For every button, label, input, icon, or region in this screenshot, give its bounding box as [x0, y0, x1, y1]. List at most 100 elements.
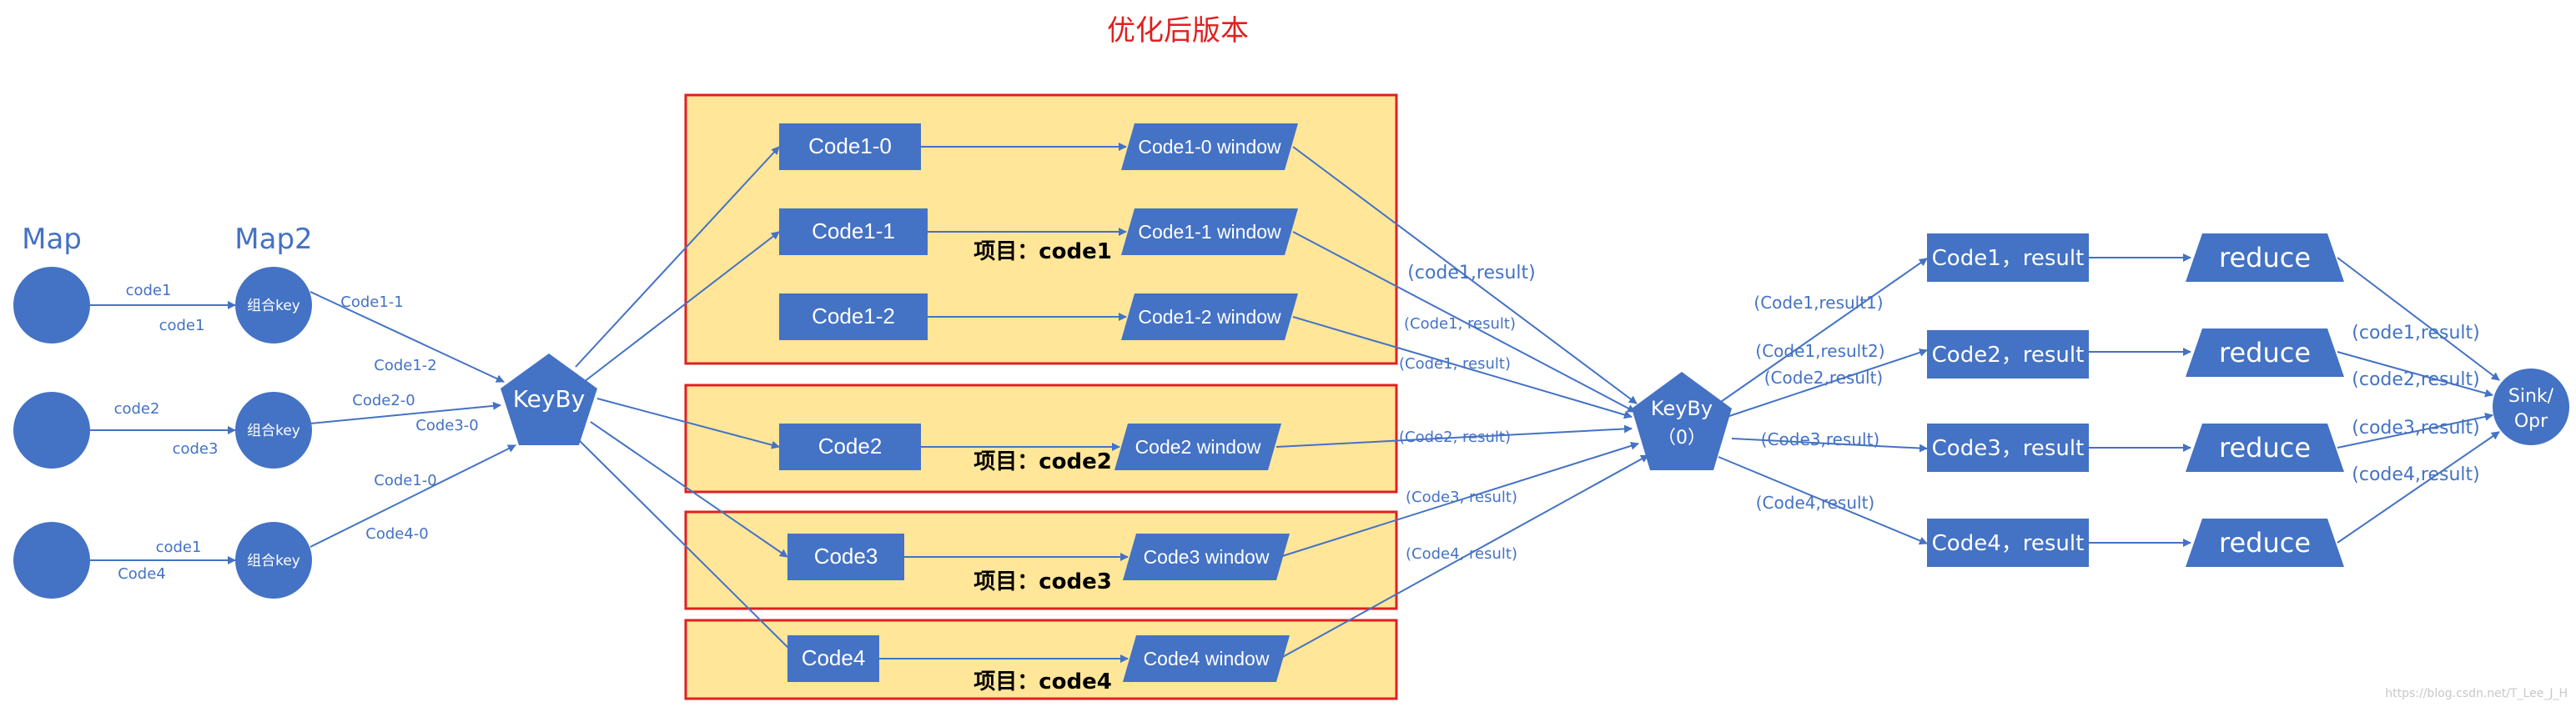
map2-node-1: 组合key: [235, 267, 312, 343]
keyby0-edge-label: (Code1,result2): [1755, 341, 1884, 361]
flow-arrow: [2337, 351, 2493, 398]
stage-label-map2: Map2: [234, 223, 312, 256]
reduce-label: reduce: [2219, 432, 2311, 464]
window-node-code4: Code4 window: [1123, 635, 1290, 682]
code-node-code3: Code3: [787, 534, 904, 580]
input-edge-label: Code4: [118, 565, 166, 583]
window-edge-label: (Code2, result): [1399, 429, 1511, 446]
code-node-label: Code1-2: [812, 303, 895, 328]
project-label-code1: 项目：code1: [974, 239, 1112, 264]
map-node-2: [13, 392, 90, 469]
project-label-code3: 项目：code3: [974, 569, 1112, 594]
project-label-code2: 项目：code2: [974, 449, 1112, 474]
window-node-label: Code2 window: [1135, 436, 1261, 458]
window-node-code1-2: Code1-2 window: [1121, 293, 1298, 340]
code-node-label: Code1-0: [808, 133, 892, 158]
code-node-code1-1: Code1-1: [779, 208, 928, 255]
diagram-title: 优化后版本: [1107, 14, 1249, 48]
window-node-label: Code1-1 window: [1138, 221, 1281, 243]
code-node-label: Code4: [802, 645, 866, 670]
flow-arrow: [575, 436, 800, 659]
window-node-label: Code1-2 window: [1138, 306, 1281, 328]
window-edge-label: (Code1, result): [1399, 355, 1511, 373]
code-node-code1-0: Code1-0: [779, 123, 921, 170]
keyby-label: KeyBy: [513, 385, 586, 413]
result-node-code1: Code1，result: [1927, 233, 2089, 282]
flow-arrow: [1279, 454, 1649, 659]
flow-arrow: [309, 291, 505, 383]
window-edge-label: (Code3, result): [1406, 489, 1517, 506]
window-edge-label: (code1,result): [1407, 263, 1535, 283]
watermark: https://blog.csdn.net/T_Lee_J_H: [2385, 687, 2568, 700]
map2-node-label: 组合key: [247, 553, 300, 569]
flow-arrow: [309, 444, 516, 548]
flow-arrow: [309, 401, 501, 424]
input-edge-label: code1: [156, 539, 202, 556]
keyby0-edge-label: (Code3,result): [1761, 429, 1879, 449]
arrows: [90, 143, 2500, 663]
map2-edge-label: Code3-0: [415, 417, 478, 434]
input-edge-label: code1: [126, 282, 172, 299]
flow-arrow: [1279, 441, 1639, 558]
result-node-code3: Code3，result: [1927, 424, 2089, 472]
keyby-node: KeyBy: [501, 354, 597, 445]
keyby0-label-line2: （0）: [1658, 428, 1706, 449]
flow-arrow: [1731, 438, 1928, 453]
code-node-label: Code1-1: [812, 218, 895, 243]
flow-arrow: [2337, 412, 2493, 449]
code-node-code1-2: Code1-2: [779, 293, 928, 340]
map2-node-label: 组合key: [247, 298, 300, 314]
sink-node: Sink/ Opr: [2493, 369, 2569, 445]
flow-arrow: [2337, 257, 2500, 381]
sink-edge-label: (code2,result): [2352, 369, 2479, 390]
keyby0-edge-label: (Code1,result1): [1753, 293, 1883, 313]
flow-arrow: [1292, 316, 1633, 419]
result-node-label: Code2，result: [1932, 343, 2085, 368]
map2-edge-label: Code1-1: [340, 293, 403, 311]
reduce-node-4: reduce: [2186, 519, 2344, 567]
result-node-code4: Code4，result: [1927, 519, 2089, 567]
reduce-label: reduce: [2219, 527, 2311, 559]
keyby0-node: KeyBy （0）: [1632, 372, 1732, 470]
reduce-node-1: reduce: [2186, 233, 2344, 282]
flow-arrow: [2337, 431, 2500, 544]
keyby0-edge-label: (Code4,result): [1756, 493, 1874, 513]
flow-arrow: [1275, 424, 1633, 448]
code-node-code4: Code4: [787, 635, 879, 682]
map2-edge-label: Code2-0: [352, 392, 415, 409]
input-edge-label: code3: [173, 440, 219, 458]
code-node-label: Code3: [814, 544, 878, 569]
sink-edge-label: (code4,result): [2352, 464, 2479, 485]
project-label-code4: 项目：code4: [974, 669, 1112, 694]
window-edge-label: (Code1, result): [1404, 315, 1516, 333]
reduce-label: reduce: [2219, 337, 2311, 369]
window-node-code2: Code2 window: [1114, 424, 1281, 470]
flow-arrow: [1726, 348, 1928, 418]
sink-edge-label: (code1,result): [2352, 323, 2479, 343]
window-node-label: Code4 window: [1144, 648, 1270, 669]
map2-node-2: 组合key: [235, 392, 312, 469]
sink-label-line1: Sink/: [2508, 386, 2554, 407]
input-edge-label: code1: [159, 317, 205, 334]
map2-edge-label: Code4-0: [365, 525, 428, 543]
flow-arrow: [1292, 231, 1636, 413]
map2-edge-label: Code1-2: [374, 357, 436, 374]
flow-arrow: [596, 398, 780, 449]
sink-edge-label: (code3,result): [2352, 418, 2479, 439]
reduce-node-2: reduce: [2186, 328, 2344, 377]
keyby0-edge-label: (Code2,result): [1764, 368, 1883, 388]
window-node-label: Code3 window: [1144, 546, 1270, 568]
reduce-label: reduce: [2219, 242, 2311, 273]
window-node-code1-1: Code1-1 window: [1121, 208, 1298, 255]
map2-edge-label: Code1-0: [374, 472, 436, 489]
result-node-label: Code1，result: [1932, 246, 2085, 271]
flow-arrow: [1292, 146, 1638, 404]
code-node-code2: Code2: [779, 424, 921, 470]
keyby0-label-line1: KeyBy: [1651, 397, 1713, 420]
map2-node-3: 组合key: [235, 522, 312, 599]
flow-arrow: [1718, 258, 1928, 404]
input-edge-label: code2: [114, 400, 160, 418]
map-node-3: [13, 522, 90, 599]
window-edge-label: (Code4, result): [1406, 545, 1517, 563]
